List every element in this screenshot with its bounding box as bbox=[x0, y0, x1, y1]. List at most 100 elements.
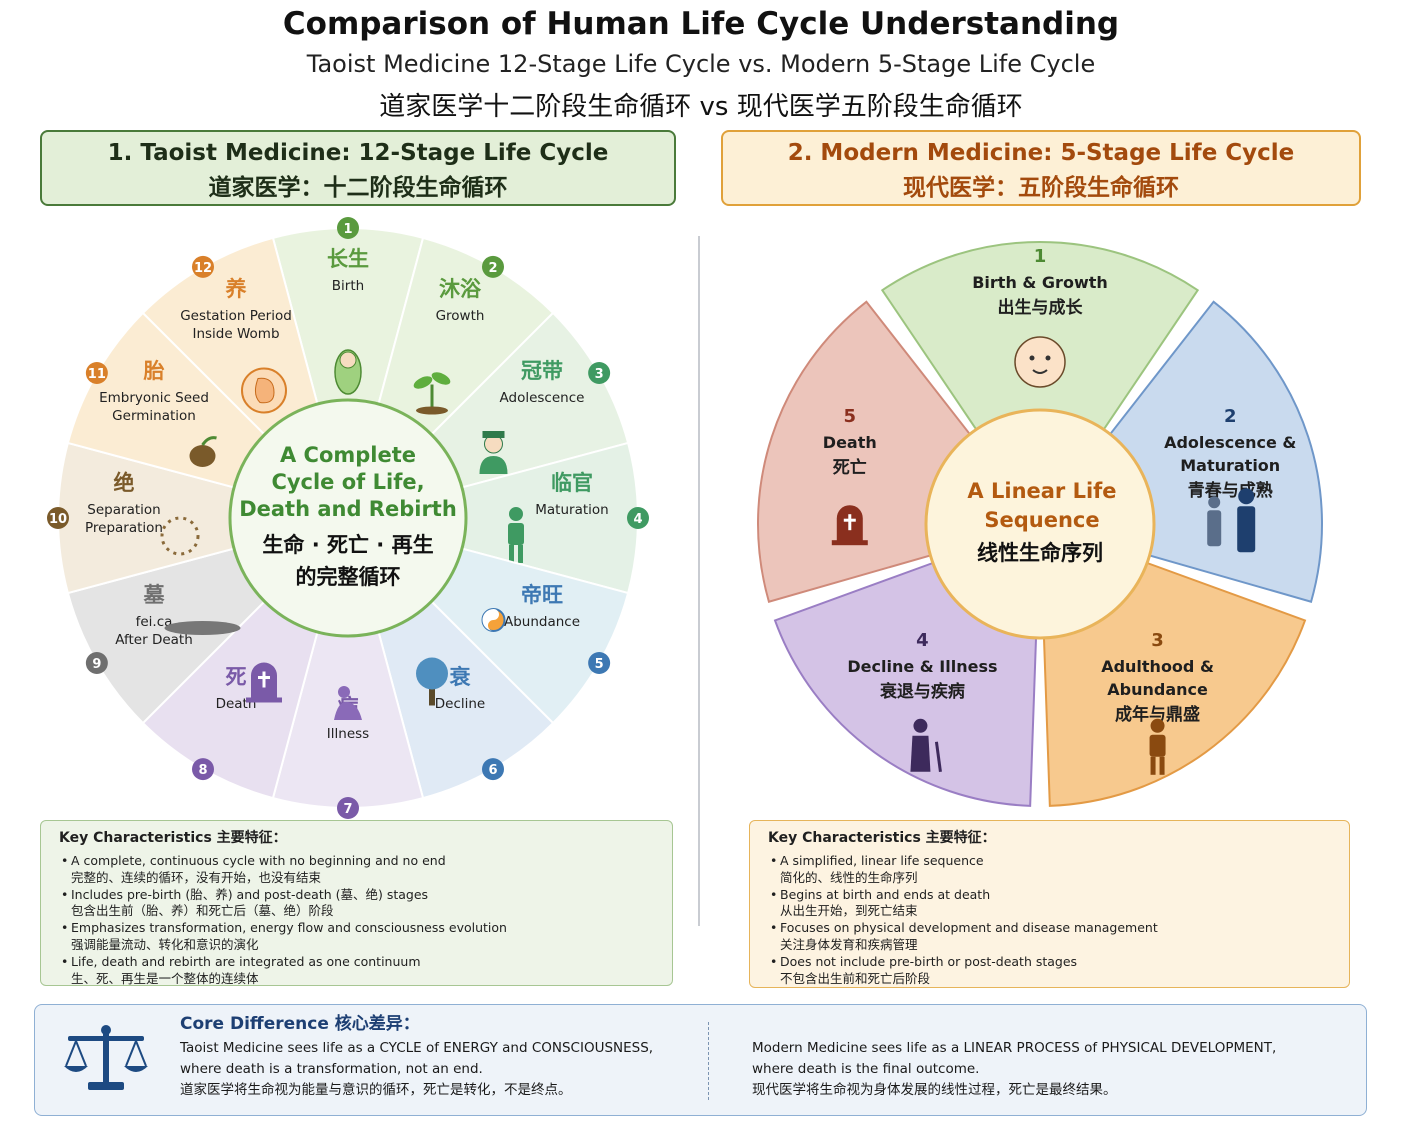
seed-icon bbox=[189, 436, 217, 467]
icon-ring bbox=[160, 516, 200, 556]
taoist-heading-cn: 道家医学：十二阶段生命循环 bbox=[208, 175, 508, 201]
icon-seed bbox=[189, 445, 216, 467]
stage-name-en: Adulthood & bbox=[1101, 657, 1214, 676]
adult-icon bbox=[1149, 718, 1166, 775]
stage-name-cn: 墓 bbox=[143, 583, 166, 607]
modern-heading: 2. Modern Medicine: 5-Stage Life Cycle 现… bbox=[721, 130, 1361, 206]
icon-body bbox=[1237, 506, 1256, 553]
stage-number: 10 bbox=[49, 512, 67, 527]
icon-cane bbox=[934, 741, 942, 773]
icon-torso bbox=[508, 523, 524, 545]
stage-number-badge bbox=[482, 758, 504, 781]
stage-number: 5 bbox=[595, 657, 604, 672]
stage-number: 5 bbox=[844, 406, 857, 427]
stage-name-en: Separation bbox=[87, 502, 160, 518]
list-item: Begins at birth and ends at death从出生开始，到… bbox=[770, 886, 1331, 921]
list-item-cn: 不包含出生前和死亡后阶段 bbox=[780, 970, 931, 986]
stage-number: 2 bbox=[488, 261, 497, 276]
taoist-heading-en: 1. Taoist Medicine: 12-Stage Life Cycle bbox=[107, 140, 609, 166]
stage-name-en: After Death bbox=[115, 632, 193, 648]
list-item-cn: 强调能量流动、转化和意识的演化 bbox=[71, 936, 259, 952]
core-left-line: Taoist Medicine sees life as a CYCLE of … bbox=[180, 1040, 654, 1056]
modern-key-title: Key Characteristics 主要特征： bbox=[768, 830, 996, 846]
stage-name-en: Embryonic Seed bbox=[99, 390, 209, 406]
icon-head bbox=[509, 507, 523, 521]
icon-face bbox=[339, 351, 357, 369]
list-item-en: Begins at birth and ends at death bbox=[780, 886, 991, 902]
stage-name-cn: 出生与成长 bbox=[998, 297, 1084, 318]
list-item-en: Life, death and rebirth are integrated a… bbox=[71, 953, 421, 969]
icon-leg bbox=[1159, 756, 1165, 775]
modern-key-characteristics: Key Characteristics 主要特征： A simplified, … bbox=[749, 820, 1350, 988]
list-item-cn: 包含出生前（胎、养）和死亡后（墓、绝）阶段 bbox=[71, 903, 334, 919]
core-right-line: where death is the final outcome. bbox=[752, 1061, 980, 1077]
yin-yang-icon bbox=[481, 608, 506, 632]
stage-name-cn: 临官 bbox=[551, 471, 593, 495]
taoist-stage-7: 病Illness7 bbox=[271, 630, 425, 819]
stage-name-cn: 成年与鼎盛 bbox=[1115, 704, 1200, 725]
stage-name-cn: 沐浴 bbox=[439, 277, 482, 301]
core-difference-modern: Modern Medicine sees life as a LINEAR PR… bbox=[752, 1038, 1332, 1101]
core-left-line: 道家医学将生命视为能量与意识的循环，死亡是转化，不是终点。 bbox=[180, 1082, 572, 1098]
youth-icon bbox=[479, 431, 508, 474]
list-item: Does not include pre-birth or post-death… bbox=[770, 954, 1331, 988]
stage-name-cn: 养 bbox=[225, 277, 247, 301]
stage-number: 9 bbox=[92, 657, 101, 672]
modern-heading-cn: 现代医学：五阶段生命循环 bbox=[903, 175, 1179, 201]
core-right-line: 现代医学将生命视为身体发展的线性过程，死亡是最终结果。 bbox=[752, 1082, 1117, 1098]
icon-head bbox=[913, 718, 928, 733]
stage-number-badge bbox=[482, 255, 504, 278]
stage-name-en: Birth & Growth bbox=[972, 273, 1108, 292]
elderly-icon bbox=[910, 718, 942, 773]
stage-number-badge bbox=[588, 652, 611, 674]
icon-head bbox=[1238, 488, 1255, 505]
stage-name-cn: 死亡 bbox=[833, 457, 867, 478]
icon-head bbox=[1208, 496, 1221, 509]
grave-icon bbox=[164, 621, 241, 635]
stage-number-badge bbox=[337, 797, 359, 819]
icon-leg bbox=[1150, 756, 1156, 775]
icon-sprout bbox=[201, 436, 217, 446]
stage-name-cn: 绝 bbox=[114, 471, 135, 495]
core-left-line: where death is a transformation, not an … bbox=[180, 1061, 483, 1077]
stage-number: 12 bbox=[194, 261, 212, 276]
icon-base bbox=[831, 540, 868, 546]
list-item-en: A simplified, linear life sequence bbox=[780, 853, 984, 868]
center-text-en: Cycle of Life, bbox=[271, 470, 424, 494]
stage-name-en: Birth bbox=[332, 278, 364, 294]
core-difference-panel bbox=[34, 1004, 1367, 1116]
stage-name-cn: 衰 bbox=[450, 665, 472, 689]
list-item-en: Emphasizes transformation, energy flow a… bbox=[71, 920, 507, 936]
page-subtitle-cn: 道家医学十二阶段生命循环 vs 现代医学五阶段生命循环 bbox=[379, 92, 1023, 122]
panel-divider bbox=[698, 236, 700, 926]
core-difference-taoist: Taoist Medicine sees life as a CYCLE of … bbox=[180, 1038, 680, 1101]
stage-number: 1 bbox=[1034, 246, 1047, 267]
list-item-en: Focuses on physical development and dise… bbox=[780, 920, 1158, 936]
icon-body bbox=[910, 735, 931, 772]
list-item-cn: 完整的、连续的循环，没有开始，也没有结束 bbox=[71, 869, 322, 885]
stage-number: 3 bbox=[1151, 630, 1164, 651]
stage-number: 11 bbox=[88, 367, 106, 382]
list-item-en: A complete, continuous cycle with no beg… bbox=[71, 853, 446, 868]
stage-number-badge bbox=[85, 652, 108, 674]
taoist-key-list: A complete, continuous cycle with no beg… bbox=[59, 853, 654, 987]
stage-number: 1 bbox=[343, 222, 352, 237]
icon-smile bbox=[1032, 369, 1048, 374]
list-item: A simplified, linear life sequence简化的、线性… bbox=[770, 853, 1331, 887]
stage-name-cn: 衰退与疾病 bbox=[879, 681, 965, 702]
core-difference-title: Core Difference 核心差异： bbox=[180, 1014, 420, 1034]
balance-scale-icon bbox=[64, 1025, 148, 1090]
dotted-circle-icon bbox=[160, 516, 200, 556]
baby-face-icon bbox=[1014, 336, 1066, 388]
icon-fetus bbox=[254, 377, 275, 404]
stage-name-en: Decline bbox=[435, 696, 486, 712]
icon-eye bbox=[1029, 355, 1035, 361]
stage-name-cn: 胎 bbox=[144, 359, 165, 383]
center-text-cn: 线性生命序列 bbox=[977, 541, 1103, 565]
